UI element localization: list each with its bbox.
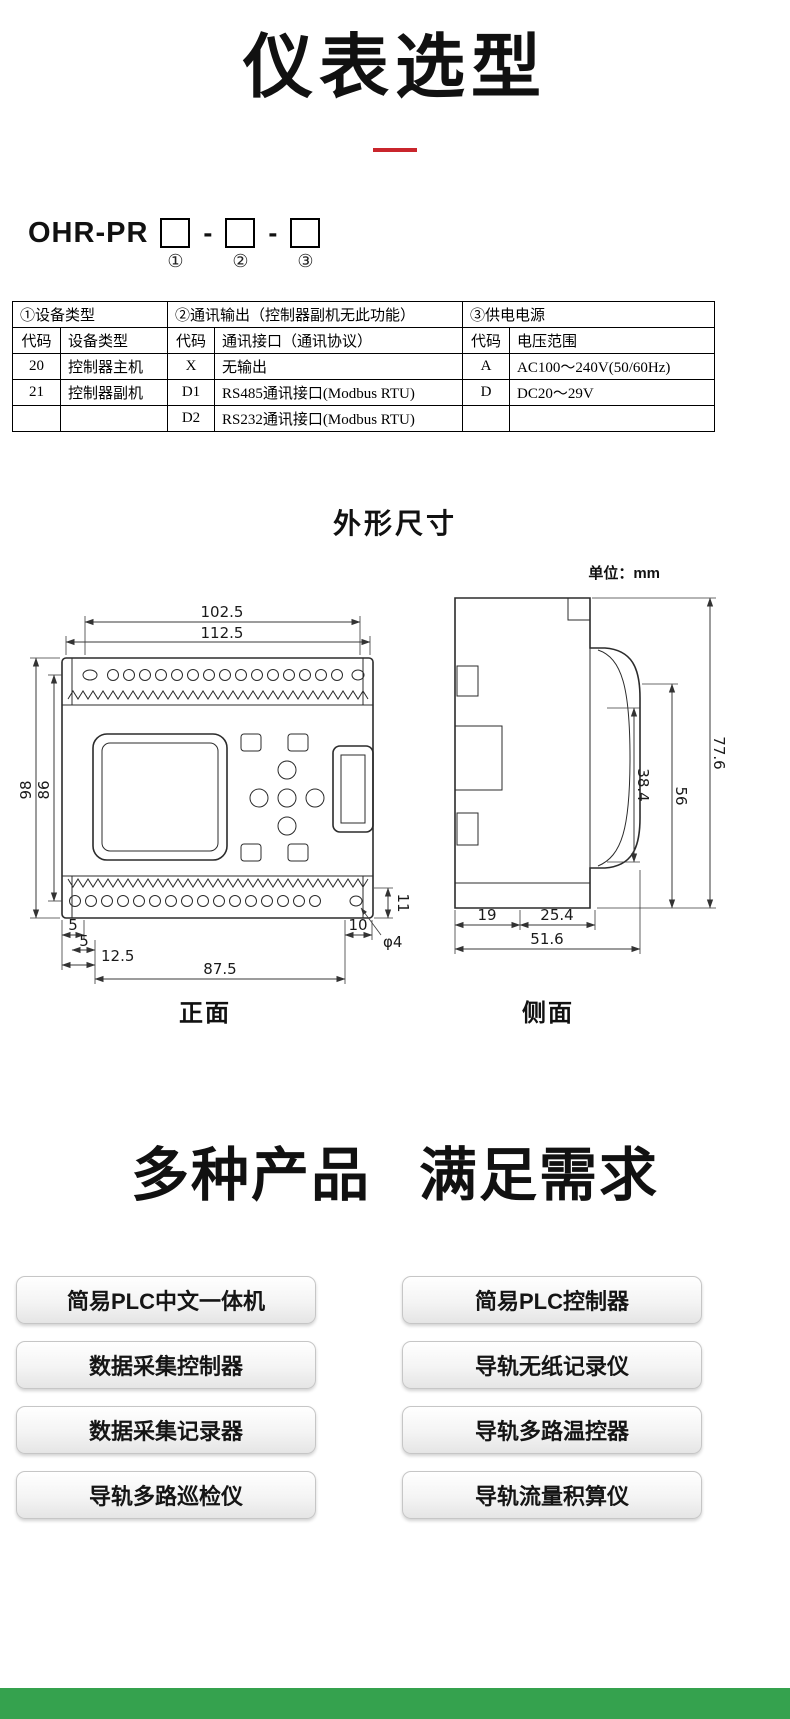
table-cell: D2: [167, 404, 216, 432]
products-heading-right: 满足需求: [419, 1142, 660, 1208]
table-cell: [509, 404, 716, 432]
model-prefix: OHR-PR: [28, 216, 149, 249]
side-dim-25-4: 25.4: [540, 906, 573, 924]
table-cell: D1: [167, 378, 216, 406]
table-cell: AC100～240V(50/60Hz): [509, 352, 716, 380]
front-dim-87-5: 87.5: [203, 960, 236, 978]
side-dim-mid-height: 56: [672, 786, 690, 805]
unit-label: 单位：mm: [588, 564, 660, 582]
product-button-data-acq-controller[interactable]: 数据采集控制器: [16, 1340, 316, 1389]
selection-table: ①设备类型 ②通讯输出（控制器副机无此功能） ③供电电源 代码 设备类型 代码 …: [11, 300, 716, 432]
table-cell: 控制器副机: [59, 378, 169, 406]
model-slot-2-number: ②: [232, 251, 249, 272]
table-row: D2 RS232通讯接口(Modbus RTU): [12, 404, 716, 432]
model-code: OHR-PR ① - ② - ③: [28, 216, 790, 271]
product-buttons: 简易PLC中文一体机 数据采集控制器 数据采集记录器 导轨多路巡检仪 简易PLC…: [16, 1275, 790, 1519]
front-dim-top-outer: 112.5: [201, 624, 244, 642]
front-dim-height-inner: 86: [35, 780, 53, 799]
dimension-drawing: 单位：mm: [17, 564, 728, 1027]
product-button-rail-paperless-recorder[interactable]: 导轨无纸记录仪: [402, 1340, 702, 1389]
table-cell: [59, 404, 169, 432]
products-heading-left: 多种产品: [130, 1142, 371, 1208]
table-cell: RS485通讯接口(Modbus RTU): [214, 378, 464, 406]
table-row: 代码 设备类型 代码 通讯接口（通讯协议） 代码 电压范围: [12, 326, 716, 354]
products-heading: 多种产品 满足需求: [0, 1128, 790, 1212]
front-dim-hole: φ4: [383, 933, 402, 951]
side-dim-inner-height: 38.4: [634, 768, 652, 801]
front-view: [61, 656, 374, 919]
table-header-cell: 代码: [462, 326, 511, 354]
table-row: 20 控制器主机 X 无输出 A AC100～240V(50/60Hz): [12, 352, 716, 380]
dimensions-heading: 外形尺寸: [332, 507, 457, 539]
table-cell: [12, 404, 61, 432]
front-dim-5a: 5: [68, 916, 78, 934]
page-title: 仪表选型: [243, 28, 547, 106]
product-button-plc-allinone[interactable]: 简易PLC中文一体机: [16, 1275, 316, 1324]
side-dimensions: 77.6 56 38.4 19 25.4 51.6: [454, 597, 728, 954]
product-column-left: 简易PLC中文一体机 数据采集控制器 数据采集记录器 导轨多路巡检仪: [16, 1275, 316, 1519]
model-slot-1: ①: [160, 218, 191, 271]
table-header-cell: 代码: [167, 326, 216, 354]
front-dim-top-inner: 102.5: [201, 603, 244, 621]
front-view-label: 正面: [179, 1000, 231, 1027]
table-header-cell: 通讯接口（通讯协议）: [214, 326, 464, 354]
table-cell: D: [462, 378, 511, 406]
front-dimensions: 102.5 112.5 98 86 5 5 12.5 87.5: [17, 603, 412, 984]
table-cell: RS232通讯接口(Modbus RTU): [214, 404, 464, 432]
table-cell: 21: [12, 378, 61, 406]
side-dim-total: 51.6: [530, 930, 563, 948]
product-button-data-acq-recorder[interactable]: 数据采集记录器: [16, 1405, 316, 1454]
table-section-title: ③供电电源: [462, 300, 716, 328]
table-header-cell: 代码: [12, 326, 61, 354]
table-section-title: ①设备类型: [11, 300, 169, 328]
product-button-plc-controller[interactable]: 简易PLC控制器: [402, 1275, 702, 1324]
table-header-cell: 设备类型: [59, 326, 169, 354]
table-cell: 20: [12, 352, 61, 380]
table-cell: [462, 404, 511, 432]
table-section-title: ②通讯输出（控制器副机无此功能）: [167, 300, 464, 328]
table-header-cell: 电压范围: [509, 326, 716, 354]
front-dim-11: 11: [394, 893, 412, 912]
table-row: ①设备类型 ②通讯输出（控制器副机无此功能） ③供电电源: [11, 300, 716, 328]
model-dash-1: -: [203, 217, 213, 248]
table-cell: DC20～29V: [509, 378, 716, 406]
side-dim-19: 19: [477, 906, 496, 924]
model-slot-2: ②: [225, 218, 256, 271]
title-divider: [373, 147, 417, 152]
table-cell: 无输出: [214, 352, 464, 380]
table-cell: X: [167, 352, 216, 380]
front-dim-5b: 5: [79, 932, 89, 950]
side-view-label: 侧面: [522, 999, 574, 1027]
front-dim-12-5: 12.5: [101, 947, 134, 965]
front-dim-10: 10: [348, 916, 367, 934]
footer-bar: [0, 1688, 790, 1719]
product-column-right: 简易PLC控制器 导轨无纸记录仪 导轨多路温控器 导轨流量积算仪: [402, 1275, 702, 1519]
model-dash-2: -: [268, 217, 278, 248]
table-row: 21 控制器副机 D1 RS485通讯接口(Modbus RTU) D DC20…: [12, 378, 716, 406]
table-cell: A: [462, 352, 511, 380]
table-cell: 控制器主机: [59, 352, 169, 380]
model-slot-3: ③: [290, 218, 321, 271]
front-dim-height-outer: 98: [17, 780, 35, 799]
product-button-rail-temp-controller[interactable]: 导轨多路温控器: [402, 1405, 702, 1454]
model-slot-1-number: ①: [167, 251, 184, 272]
product-button-rail-multichannel-scanner[interactable]: 导轨多路巡检仪: [16, 1470, 316, 1519]
side-dim-total-height: 77.6: [710, 736, 728, 769]
model-slot-3-number: ③: [297, 251, 314, 272]
product-button-rail-flow-totalizer[interactable]: 导轨流量积算仪: [402, 1470, 702, 1519]
side-view: [454, 596, 641, 909]
